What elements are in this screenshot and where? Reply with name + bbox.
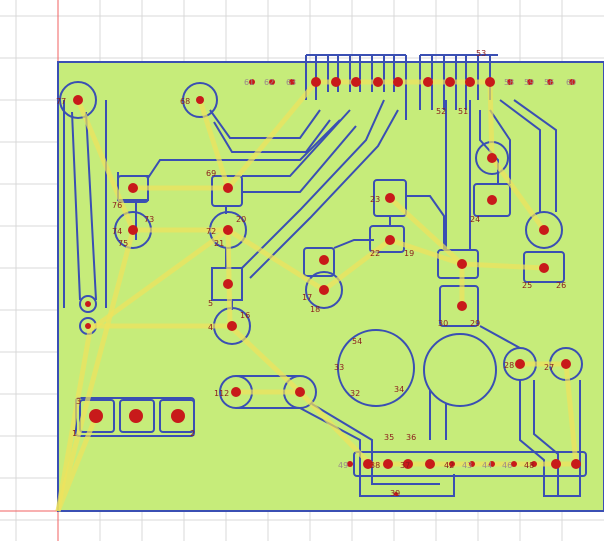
label-2: 2	[190, 429, 195, 438]
label-38: 38	[370, 461, 380, 470]
label-29: 29	[470, 319, 480, 328]
label-16: 16	[240, 311, 250, 320]
label-72: 72	[206, 227, 216, 236]
pad-74[interactable]	[128, 225, 138, 235]
pad-27[interactable]	[561, 359, 571, 369]
label-63: 63	[286, 78, 296, 87]
pad-72[interactable]	[223, 225, 233, 235]
pad-77[interactable]	[73, 95, 83, 105]
pad-25[interactable]	[539, 225, 549, 235]
label-22: 22	[370, 249, 380, 258]
label-33: 33	[334, 363, 344, 372]
label-37: 37	[400, 461, 410, 470]
label-30: 30	[438, 319, 448, 328]
label-18: 18	[310, 305, 320, 314]
label-59: 59	[524, 78, 534, 87]
label-26: 26	[556, 281, 566, 290]
pad-63[interactable]	[289, 79, 295, 85]
pad-24[interactable]	[487, 195, 497, 205]
label-3: 3	[76, 397, 81, 406]
pad-5-large[interactable]	[171, 409, 185, 423]
label-23: 23	[370, 195, 380, 204]
pad-76[interactable]	[128, 183, 138, 193]
label-25: 25	[522, 281, 532, 290]
label-54: 54	[352, 337, 362, 346]
pad-3-large[interactable]	[129, 409, 143, 423]
pad-4-large[interactable]	[89, 409, 103, 423]
pad-17[interactable]	[319, 285, 329, 295]
label-49: 49	[338, 461, 348, 470]
label-53: 53	[476, 49, 486, 58]
label-34: 34	[394, 385, 404, 394]
pad-69[interactable]	[223, 183, 233, 193]
label-58: 58	[504, 78, 514, 87]
label-35: 35	[384, 433, 394, 442]
label-44: 44	[482, 461, 492, 470]
label-60: 60	[566, 78, 576, 87]
label-75: 75	[118, 239, 128, 248]
pad-29a[interactable]	[457, 259, 467, 269]
pad-4[interactable]	[227, 321, 237, 331]
label-24: 24	[470, 215, 480, 224]
label-56: 56	[544, 78, 554, 87]
label-51: 51	[458, 107, 468, 116]
pad-30[interactable]	[319, 255, 329, 265]
label-32: 32	[350, 389, 360, 398]
label-69: 69	[206, 169, 216, 178]
label-61: 61	[244, 78, 254, 87]
pad-29b[interactable]	[457, 301, 467, 311]
label-4: 4	[208, 323, 213, 332]
label-20: 20	[236, 215, 246, 224]
pad-19[interactable]	[487, 153, 497, 163]
label-27: 27	[544, 363, 554, 372]
pad-26[interactable]	[539, 263, 549, 273]
label-21: 21	[214, 239, 224, 248]
label-46: 46	[502, 461, 512, 470]
label-28: 28	[504, 361, 514, 370]
label-39: 39	[390, 489, 400, 498]
label-76: 76	[112, 201, 122, 210]
label-17: 17	[302, 293, 312, 302]
label-5: 5	[208, 299, 213, 308]
pad-61[interactable]	[249, 79, 255, 85]
label-19: 19	[404, 249, 414, 258]
label-62: 62	[264, 78, 274, 87]
pad-28[interactable]	[515, 359, 525, 369]
label-74: 74	[112, 227, 122, 236]
label-48: 48	[524, 461, 534, 470]
pad-5[interactable]	[223, 279, 233, 289]
pad-22[interactable]	[385, 235, 395, 245]
label-42: 42	[444, 461, 454, 470]
label-43: 43	[462, 461, 472, 470]
pad-34[interactable]	[295, 387, 305, 397]
label-1: 1	[72, 429, 77, 438]
pad-23[interactable]	[385, 193, 395, 203]
pads[interactable]	[73, 77, 581, 496]
label-52: 52	[436, 107, 446, 116]
pad-68[interactable]	[196, 96, 204, 104]
pad-62[interactable]	[269, 79, 275, 85]
label-112: 112	[214, 389, 229, 398]
pad-labels: 77 68 61 62 63 53 52 51 58 59 56 60 76 7…	[56, 49, 576, 498]
label-77: 77	[56, 97, 66, 106]
label-36: 36	[406, 433, 416, 442]
label-68: 68	[180, 97, 190, 106]
pad-112[interactable]	[231, 387, 241, 397]
label-73: 73	[144, 215, 154, 224]
